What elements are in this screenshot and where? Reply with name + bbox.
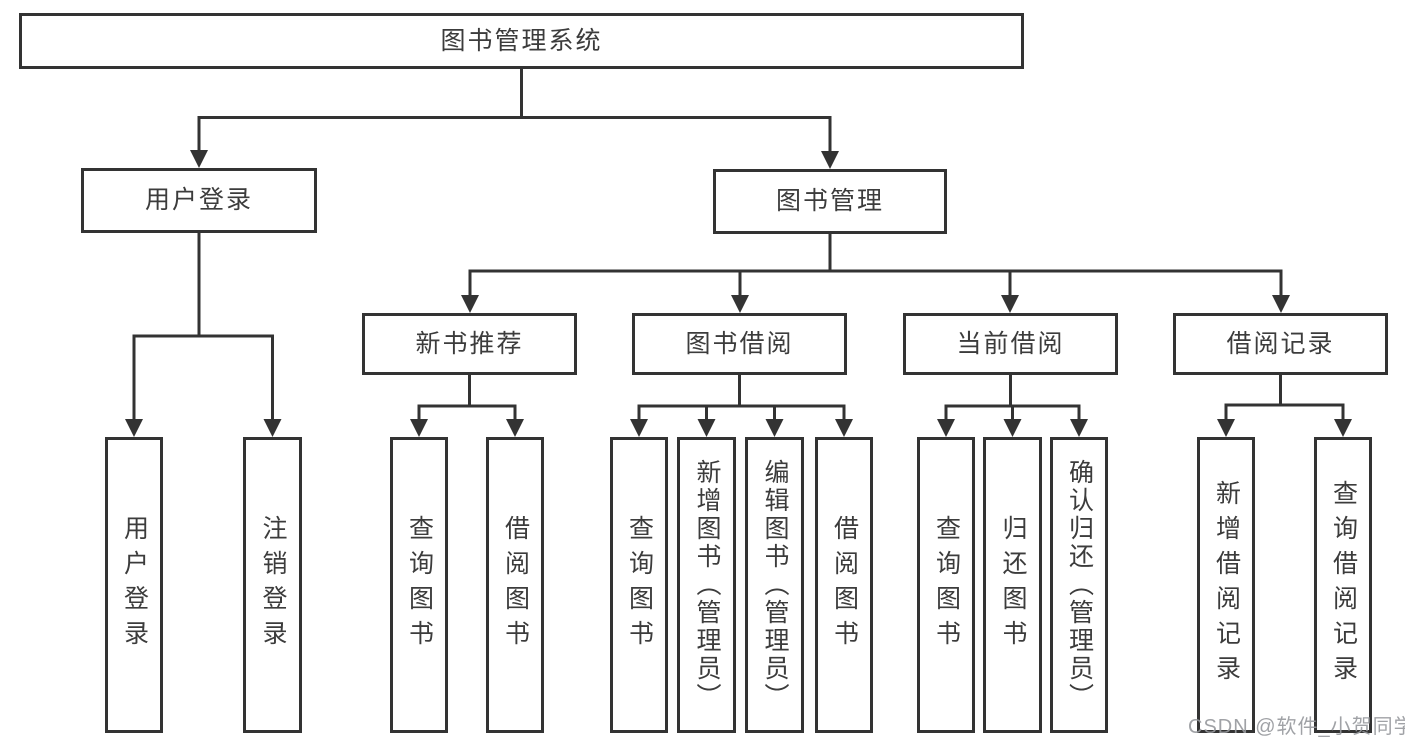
node-query-books-recommend: 查询图书 bbox=[390, 437, 448, 733]
node-user-login-leaf: 用户登录 bbox=[105, 437, 163, 733]
node-label: 图书管理 bbox=[775, 187, 884, 215]
node-label: 注销登录 bbox=[259, 515, 287, 655]
node-borrowing-records: 借阅记录 bbox=[1173, 313, 1388, 375]
node-label: 确认归还（管理员） bbox=[1065, 459, 1094, 711]
node-book-management-module: 图书管理 bbox=[713, 169, 947, 234]
node-add-borrow-record: 新增借阅记录 bbox=[1197, 437, 1255, 733]
node-label: 新增图书（管理员） bbox=[693, 459, 721, 711]
node-label: 图书借阅 bbox=[685, 329, 794, 358]
node-label: 图书管理系统 bbox=[440, 26, 603, 55]
node-query-books-current: 查询图书 bbox=[917, 437, 975, 733]
node-query-borrow-record: 查询借阅记录 bbox=[1314, 437, 1372, 733]
node-label: 查询借阅记录 bbox=[1329, 480, 1358, 690]
node-label: 编辑图书（管理员） bbox=[761, 459, 789, 711]
node-add-book-admin: 新增图书（管理员） bbox=[677, 437, 736, 733]
node-label: 借阅记录 bbox=[1226, 329, 1335, 358]
node-label: 用户登录 bbox=[144, 186, 253, 214]
node-logout-leaf: 注销登录 bbox=[243, 437, 302, 733]
node-label: 借阅图书 bbox=[830, 515, 859, 655]
node-label: 用户登录 bbox=[120, 515, 149, 655]
node-return-book: 归还图书 bbox=[983, 437, 1042, 733]
connector-paths bbox=[132, 67, 1345, 421]
node-root-system: 图书管理系统 bbox=[19, 13, 1024, 69]
node-label: 查询图书 bbox=[932, 515, 961, 655]
node-edit-book-admin: 编辑图书（管理员） bbox=[745, 437, 804, 733]
arrowheads bbox=[125, 150, 1352, 437]
node-label: 借阅图书 bbox=[501, 515, 530, 655]
node-borrow-books-leaf: 借阅图书 bbox=[815, 437, 873, 733]
node-book-borrowing: 图书借阅 bbox=[632, 313, 847, 375]
node-label: 新书推荐 bbox=[415, 329, 524, 358]
node-label: 查询图书 bbox=[405, 515, 434, 655]
node-confirm-return-admin: 确认归还（管理员） bbox=[1050, 437, 1108, 733]
node-current-borrowing: 当前借阅 bbox=[903, 313, 1118, 375]
node-label: 新增借阅记录 bbox=[1212, 480, 1241, 690]
csdn-watermark: CSDN @软件_小贺同学 bbox=[1188, 716, 1405, 738]
node-query-books-borrow: 查询图书 bbox=[610, 437, 668, 733]
node-new-book-recommend: 新书推荐 bbox=[362, 313, 577, 375]
node-borrow-books-recommend: 借阅图书 bbox=[486, 437, 544, 733]
node-label: 当前借阅 bbox=[956, 329, 1065, 358]
node-user-login-module: 用户登录 bbox=[81, 168, 317, 233]
node-label: 归还图书 bbox=[999, 515, 1027, 655]
node-label: 查询图书 bbox=[625, 515, 654, 655]
